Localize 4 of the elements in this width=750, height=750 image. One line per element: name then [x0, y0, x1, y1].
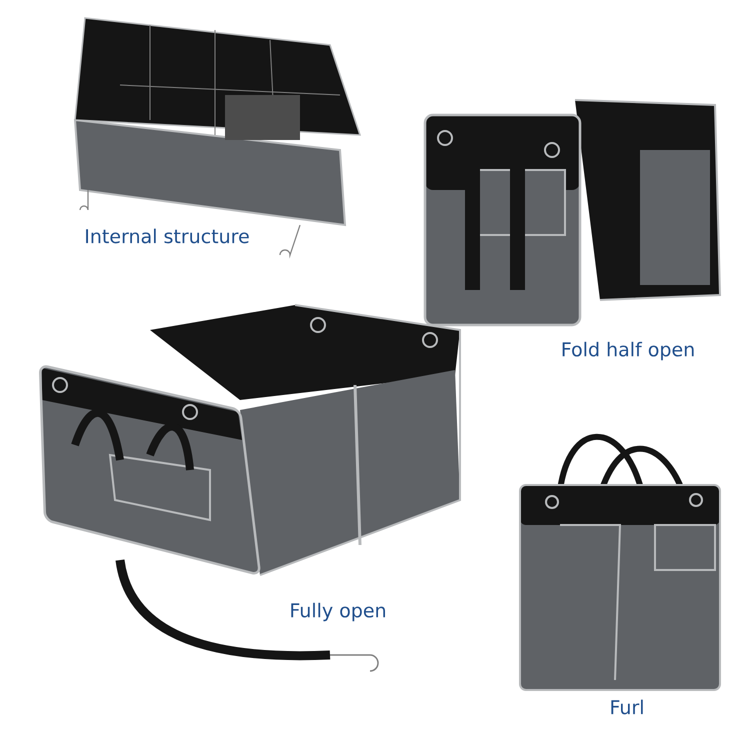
caption: Internal structure: [86, 228, 249, 244]
caption: Fully open: [291, 602, 385, 622]
caption: Furl: [611, 700, 643, 714]
caption: Fold half open: [562, 342, 694, 360]
